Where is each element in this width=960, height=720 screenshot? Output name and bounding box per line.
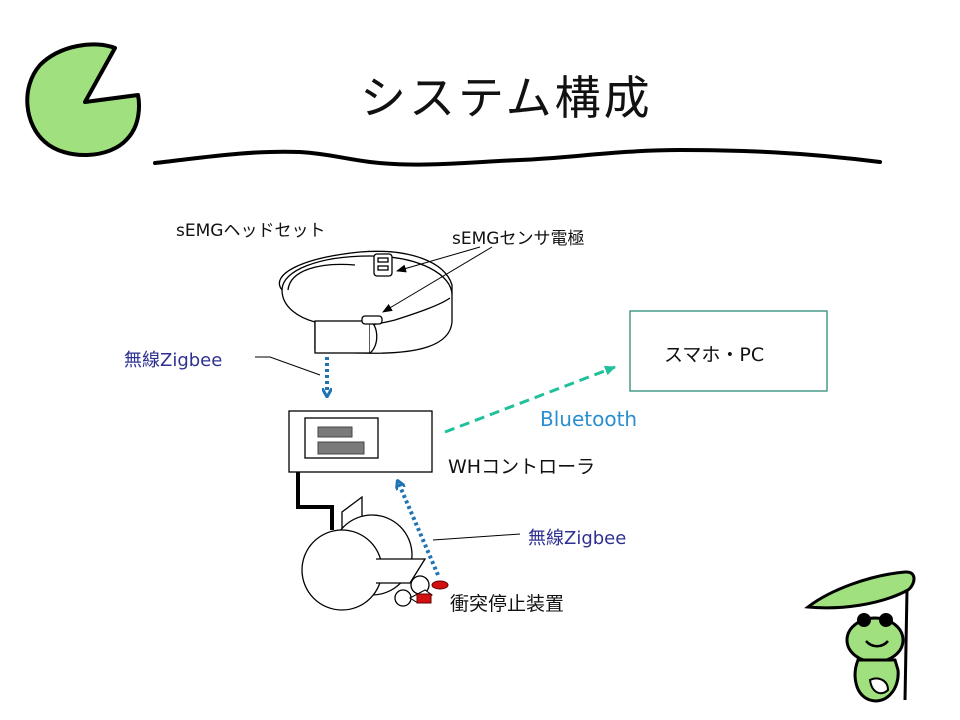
zigbee-bottom-label: 無線Zigbee [528, 528, 627, 549]
slide-title: システム構成 [360, 71, 653, 125]
zigbee-top-leader [255, 356, 321, 376]
frog-mascot-icon [804, 570, 916, 703]
collision-stop-label: 衝突停止装置 [450, 593, 565, 615]
wheelchair-drawing [296, 472, 449, 611]
smartphone-pc-box [629, 310, 828, 392]
electrode-pointer [396, 246, 481, 273]
bluetooth-label: Bluetooth [540, 407, 638, 431]
title-underline [153, 147, 882, 167]
headset-label: sEMGヘッドセット [176, 221, 326, 241]
smartphone-pc-label: スマホ・PC [664, 344, 765, 366]
bluetooth-arrow [444, 365, 616, 434]
lily-pad-icon [25, 42, 141, 158]
electrode-pointer [382, 246, 493, 313]
zigbee-top-label: 無線Zigbee [124, 350, 223, 371]
wh-controller-label: WHコントローラ [448, 456, 596, 478]
wh-controller-drawing [288, 410, 433, 473]
semg-headset-drawing [278, 250, 453, 354]
zigbee-up-arrow [399, 484, 440, 576]
zigbee-bottom-leader [432, 533, 521, 541]
sensor-electrode-label: sEMGセンサ電極 [452, 229, 585, 249]
